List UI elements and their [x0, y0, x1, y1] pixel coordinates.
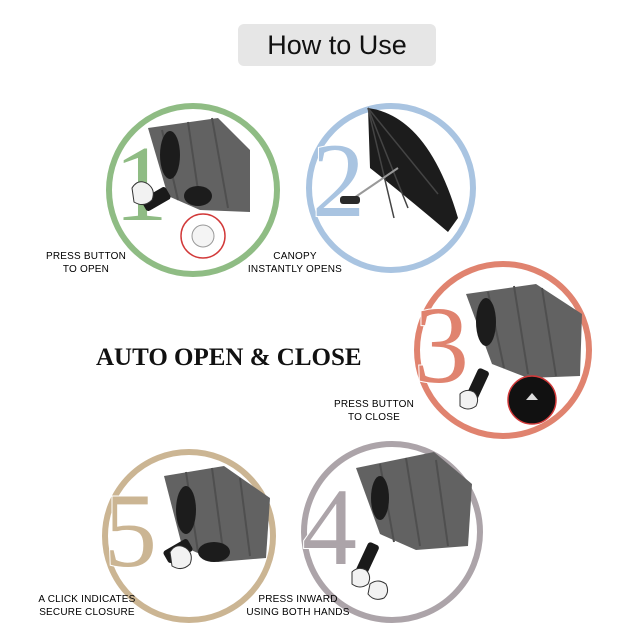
step-5-caption: A CLICK INDICATES SECURE CLOSURE — [38, 594, 136, 618]
umbrella-folded-icon — [351, 452, 472, 600]
step-4-illustration: 4 — [301, 441, 483, 623]
step-1: 1 — [100, 100, 285, 280]
step-5-illustration: 5 — [102, 449, 276, 623]
step-5: 5 — [94, 448, 284, 628]
step-3-illustration: 3 — [413, 261, 592, 439]
headline: AUTO OPEN & CLOSE — [96, 344, 362, 371]
umbrella-folded-icon — [459, 284, 582, 410]
step-5-number: 5 — [104, 472, 157, 589]
page-title: How to Use — [238, 24, 436, 66]
step-2-caption: CANOPY INSTANTLY OPENS — [247, 251, 343, 275]
step-4-ring — [301, 441, 483, 623]
umbrella-folded-icon — [131, 117, 250, 212]
step-3-caption: PRESS BUTTON TO CLOSE — [333, 399, 414, 423]
step-3-number: 3 — [414, 284, 469, 406]
step-3-ring — [414, 261, 592, 439]
step-4-caption: PRESS INWARD USING BOTH HANDS — [246, 594, 350, 618]
step-2-ring — [306, 103, 476, 273]
step-2: 2 — [298, 98, 483, 278]
umbrella-folded-icon — [163, 466, 270, 570]
step-4: 4 — [294, 438, 490, 628]
step-5-ring — [102, 449, 276, 623]
step-4-number: 4 — [302, 466, 357, 588]
step-1-caption: PRESS BUTTON TO OPEN — [45, 251, 126, 275]
step-2-illustration: 2 — [306, 103, 476, 273]
step-2-number: 2 — [312, 122, 365, 239]
step-1-ring — [106, 103, 280, 277]
step-1-illustration: 1 — [106, 103, 280, 277]
umbrella-open-icon — [340, 107, 458, 232]
step-3: 3 — [408, 258, 598, 443]
